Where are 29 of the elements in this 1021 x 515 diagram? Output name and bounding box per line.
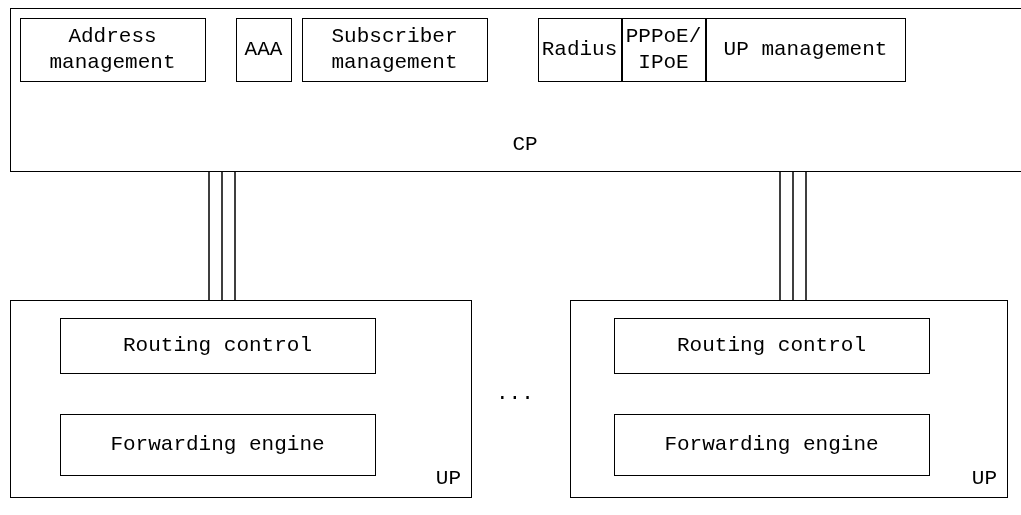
triple-line-connector: [779, 171, 807, 301]
box-label: UP: [971, 465, 997, 491]
box-text: AAA: [244, 36, 283, 63]
box-text: Subscriber management: [330, 24, 459, 75]
container-box: [10, 8, 1021, 172]
box-label: CP: [512, 131, 538, 157]
ellipsis-label: ...: [496, 382, 534, 405]
function-box: [705, 17, 906, 82]
container-box: [10, 300, 472, 498]
function-box: [235, 17, 292, 82]
triple-line-connector: [208, 171, 236, 301]
function-box: [59, 413, 376, 476]
container-box: [570, 300, 1008, 498]
box-text: UP management: [723, 36, 888, 63]
function-box: [613, 413, 930, 476]
function-box: [19, 17, 206, 82]
function-box: [59, 317, 376, 374]
box-text: Routing control: [123, 332, 312, 359]
box-text: Address management: [48, 24, 177, 75]
function-box: [613, 317, 930, 374]
box-text: PPPoE/ IPoE: [624, 24, 703, 75]
box-label: UP: [435, 465, 461, 491]
box-text: Routing control: [677, 332, 866, 359]
function-box: [621, 17, 706, 82]
function-box: [537, 17, 622, 82]
box-text: Radius: [541, 36, 618, 63]
box-text: Forwarding engine: [110, 431, 325, 458]
function-box: [301, 17, 488, 82]
box-text: Forwarding engine: [664, 431, 879, 458]
